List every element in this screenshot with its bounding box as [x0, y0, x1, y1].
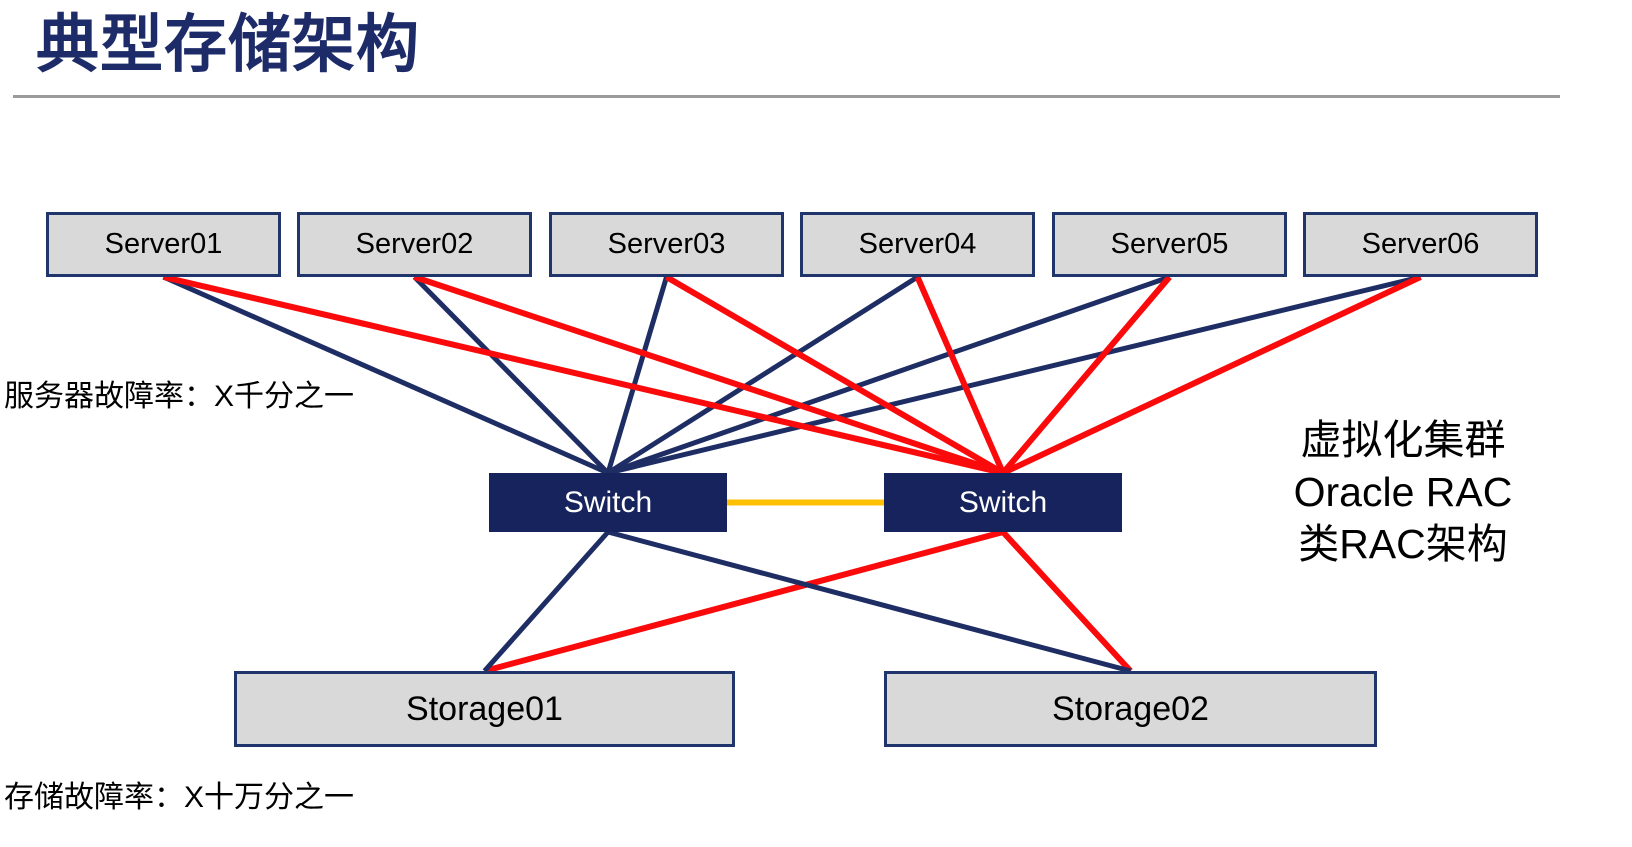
edge-server01-to-switch-a	[162, 274, 610, 476]
server03-node: Server03	[549, 212, 784, 277]
storage01-label: Storage01	[406, 689, 563, 728]
server01-node: Server01	[46, 212, 281, 277]
title-divider-line	[13, 95, 1560, 98]
edge-server06-to-switch-a	[607, 274, 1422, 476]
server05-node: Server05	[1052, 212, 1287, 277]
edge-server02-to-switch-a	[412, 275, 610, 475]
storage02-node: Storage02	[884, 671, 1377, 747]
edge-server01-to-switch-b	[162, 274, 1004, 476]
server02-node: Server02	[297, 212, 532, 277]
server03-label: Server03	[607, 228, 726, 260]
server01-label: Server01	[104, 228, 223, 260]
server04-label: Server04	[858, 228, 977, 260]
switch-left-node: Switch	[489, 473, 727, 532]
server02-label: Server02	[355, 228, 474, 260]
server05-label: Server05	[1110, 228, 1229, 260]
storage02-label: Storage02	[1052, 689, 1209, 728]
switch-right-label: Switch	[958, 485, 1048, 519]
edge-switch-b-to-storage02	[1000, 529, 1133, 674]
switch-right-node: Switch	[884, 473, 1122, 532]
edge-server02-to-switch-b	[413, 274, 1004, 476]
storage01-node: Storage01	[234, 671, 735, 747]
cluster-architecture-note: 虚拟化集群 Oracle RAC 类RAC架构	[1283, 414, 1523, 570]
edge-server04-to-switch-a	[606, 274, 919, 476]
server-failure-rate-note: 服务器故障率：X千分之一	[4, 380, 355, 413]
cluster-note-line-3: 类RAC架构	[1298, 521, 1508, 567]
switch-left-label: Switch	[563, 485, 653, 519]
page-title: 典型存储架构	[36, 10, 420, 80]
edge-server06-to-switch-b	[1001, 274, 1422, 476]
edge-server05-to-switch-b	[1000, 275, 1172, 475]
edge-switch-a-to-storage01	[482, 530, 610, 673]
server04-node: Server04	[800, 212, 1035, 277]
cluster-note-line-2: Oracle RAC	[1293, 469, 1513, 515]
edge-server04-to-switch-b	[914, 275, 1006, 475]
edge-switch-a-to-storage02	[607, 529, 1132, 674]
edge-server05-to-switch-a	[607, 274, 1171, 476]
storage-failure-rate-note: 存储故障率：X十万分之一	[4, 781, 355, 814]
edge-switch-b-to-storage01	[483, 529, 1004, 674]
cluster-note-line-1: 虚拟化集群	[1300, 417, 1506, 463]
server06-label: Server06	[1361, 228, 1480, 260]
edge-server03-to-switch-a	[605, 276, 669, 474]
server06-node: Server06	[1303, 212, 1538, 277]
edge-server03-to-switch-b	[664, 274, 1005, 476]
